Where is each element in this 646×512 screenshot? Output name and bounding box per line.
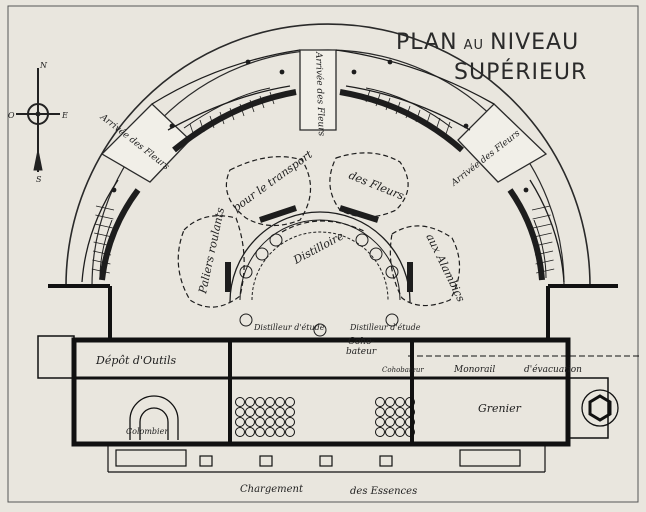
label-cohobateur-a: Coho- (348, 337, 375, 347)
gallery-halls (81, 49, 565, 283)
page-frame (7, 5, 639, 503)
label-grenier: Grenier (478, 402, 522, 415)
tower-hexagon (581, 389, 619, 427)
loading-strip (107, 444, 546, 473)
column-dots (111, 59, 529, 193)
label-cohobateur-b: bateur (346, 347, 377, 357)
label-evacuation: d'évacuation (524, 364, 582, 375)
conveyor-loops (177, 152, 461, 308)
label-distilleur-etude-right: Distilleur d'étude (349, 323, 421, 332)
entrance-wings (100, 49, 548, 183)
still-circles (239, 233, 399, 337)
label-chargement: Chargement (240, 484, 304, 495)
plan-title-line1: PLAN AU NIVEAU (396, 30, 579, 55)
compass-rose (16, 68, 60, 172)
label-des-fleurs: des Fleurs (347, 169, 406, 203)
label-arrivee-top: Arrivée des Fleurs (313, 51, 327, 137)
label-monorail: Monorail (453, 365, 495, 375)
title-word-niveau: NIVEAU (490, 30, 580, 55)
compass-s: S (36, 175, 42, 184)
label-cohobateur-small: Cohobateur (382, 366, 424, 374)
compass-e: E (61, 111, 68, 120)
compass-o: O (8, 111, 15, 120)
lower-building (37, 284, 640, 447)
distillery-core (225, 205, 413, 303)
plan-title-line2: SUPÉRIEUR (454, 60, 588, 85)
colombier-stair (129, 395, 179, 440)
storage-vats (235, 397, 415, 437)
outer-arc (65, 23, 591, 287)
label-depot-outils: Dépôt d'Outils (95, 354, 177, 367)
title-word-au: AU (463, 38, 485, 53)
label-aux-alambics: aux Alambics (423, 232, 467, 305)
label-colombier: Colombier (126, 427, 169, 436)
label-distilleur-etude-left: Distilleur d'étude (253, 323, 325, 332)
track-rails (99, 87, 547, 279)
rail-ticks (91, 89, 555, 274)
compass-n: N (39, 61, 48, 70)
label-des-essences: des Essences (350, 486, 417, 497)
